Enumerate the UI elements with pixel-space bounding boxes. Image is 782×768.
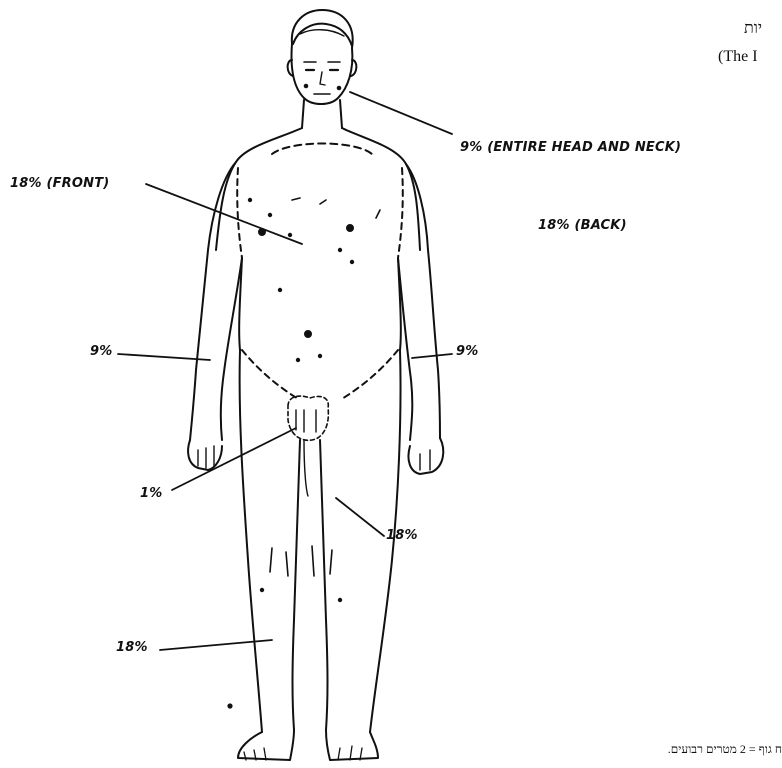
label-back-trunk: 18% (BACK) [538, 218, 627, 233]
leader-left-arm [118, 354, 210, 360]
head [288, 10, 357, 104]
right-arm [398, 164, 443, 474]
label-right-arm: 9% [456, 344, 478, 359]
leader-right-leg [336, 498, 384, 536]
label-front-trunk: 18% (FRONT) [10, 176, 109, 191]
footer-hebrew-note: ח גוף = 2 מטרים רבועים. [596, 742, 782, 757]
left-arm [188, 162, 242, 470]
header-hebrew: יות [744, 20, 762, 38]
leader-right-arm [412, 354, 452, 358]
leader-head-neck [350, 92, 452, 134]
label-head-neck: 9% (ENTIRE HEAD AND NECK) [460, 140, 681, 155]
label-right-leg: 18% [386, 528, 418, 543]
leader-lines [118, 92, 452, 650]
label-left-leg: 18% [116, 640, 148, 655]
torso [216, 128, 420, 440]
label-genital: 1% [140, 486, 162, 501]
header-english: (The I [718, 48, 758, 66]
neck [272, 100, 372, 154]
label-left-arm: 9% [90, 344, 112, 359]
legs [228, 350, 400, 760]
